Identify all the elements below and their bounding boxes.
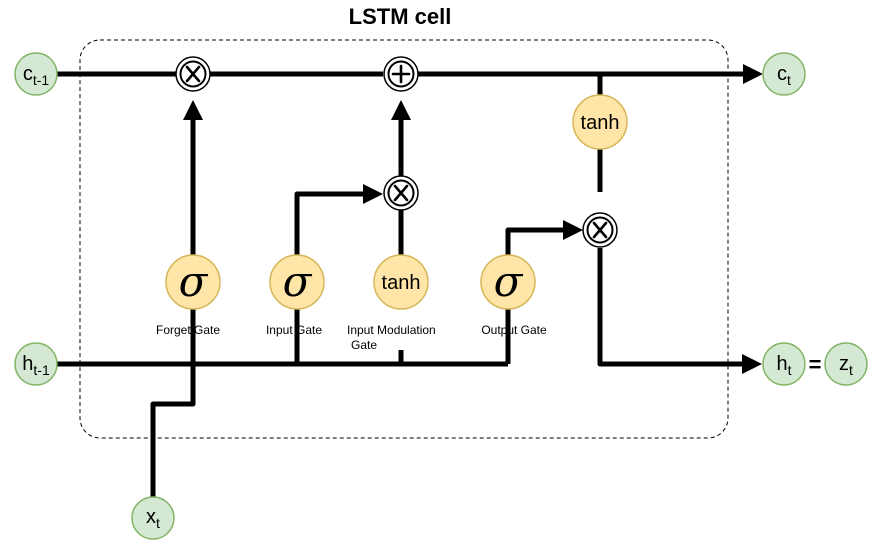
wire-output-to-ht	[597, 248, 762, 374]
tanh-label: tanh	[581, 112, 620, 134]
input-c-prev: ct-1	[14, 52, 58, 96]
c-main: c	[777, 63, 787, 85]
cell-tanh: tanh	[572, 94, 628, 150]
input-gate: σ Input Gate	[266, 254, 325, 337]
z-sub: t	[849, 362, 853, 378]
output-h: ht	[762, 342, 806, 386]
modulation-gate-label-line2: Gate	[351, 338, 377, 352]
wire-output-gate-to-mult	[505, 220, 583, 258]
plus-icon	[383, 56, 419, 92]
input-modulation-gate: tanh Input Modulation Gate	[347, 254, 436, 352]
wire-xt	[150, 306, 196, 497]
input-x: xt	[131, 496, 175, 540]
c-prev-sub: t-1	[33, 72, 50, 88]
svg-text:ct: ct	[777, 63, 791, 88]
svg-text:xt: xt	[146, 506, 160, 531]
tanh-label: tanh	[382, 272, 421, 294]
sigma-icon: σ	[494, 257, 524, 306]
x-main: x	[146, 506, 156, 528]
z-main: z	[839, 353, 849, 375]
h-prev-main: h	[22, 353, 33, 375]
wire-input-gate-to-mult	[294, 184, 383, 258]
svg-text:ct-1: ct-1	[23, 63, 50, 88]
output-gate: σ Output Gate	[480, 254, 547, 337]
h-sub: t	[788, 362, 792, 378]
input-gate-label: Input Gate	[266, 323, 322, 337]
multiply-icon	[175, 56, 211, 92]
modulation-gate-label: Input Modulation	[347, 323, 436, 337]
wires	[56, 64, 763, 497]
svg-text:ht-1: ht-1	[22, 353, 50, 378]
multiply-icon	[383, 175, 419, 211]
c-prev-main: c	[23, 63, 33, 85]
forget-gate: σ Forget Gate	[156, 254, 221, 337]
output-z: zt	[824, 342, 868, 386]
h-main: h	[776, 353, 787, 375]
sigma-icon: σ	[179, 257, 209, 306]
output-c: ct	[762, 52, 806, 96]
forget-gate-label: Forget Gate	[156, 323, 220, 337]
svg-text:ht: ht	[776, 353, 791, 378]
output-gate-label: Output Gate	[481, 323, 547, 337]
equals-sign: =	[809, 352, 822, 377]
input-h-prev: ht-1	[14, 342, 58, 386]
x-sub: t	[156, 515, 160, 531]
diagram-title: LSTM cell	[349, 4, 452, 29]
cell-boundary	[79, 39, 729, 439]
c-sub: t	[787, 72, 791, 88]
multiply-icon	[582, 212, 618, 248]
sigma-icon: σ	[283, 257, 313, 306]
svg-text:zt: zt	[839, 353, 853, 378]
h-prev-sub: t-1	[33, 362, 50, 378]
